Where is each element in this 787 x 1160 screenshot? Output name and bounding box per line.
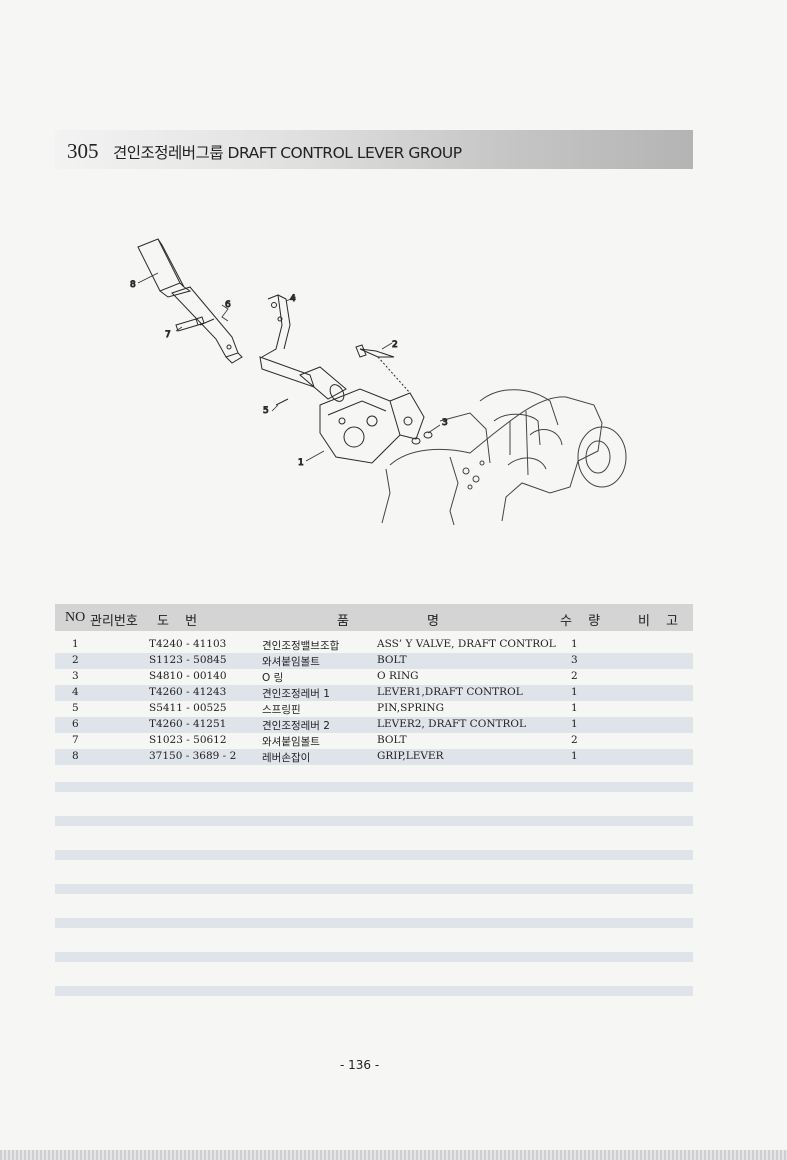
table-row: 1 T4240 - 41103 견인조정밸브조합 ASS’ Y VALVE, D… [55,637,693,653]
callout-8: 8 [130,280,136,290]
empty-row-stripe [55,816,693,826]
row-name-korean: 와셔붙임볼트 [262,656,320,668]
row-no: 1 [72,638,79,650]
empty-row-stripe [55,986,693,996]
row-name-korean: 견인조정레버 2 [262,720,330,732]
callout-5: 5 [263,406,269,416]
lever-1-part [259,294,315,388]
empty-table-rows [55,782,693,1020]
callout-1: 1 [298,458,304,468]
row-name-korean: 견인조정밸브조합 [262,640,340,652]
row-no: 8 [72,750,79,762]
row-quantity: 3 [571,654,578,666]
transmission-housing-outline [381,389,627,526]
header-management-number: 관리번호 [90,614,138,629]
row-quantity: 1 [571,686,578,698]
row-part-number: T4240 - 41103 [149,638,227,650]
header-remarks: 비 고 [638,614,685,629]
row-part-number: S4810 - 00140 [149,670,227,682]
table-row: 2 S1123 - 50845 와셔붙임볼트 BOLT 3 [55,653,693,669]
leader-lines [137,272,441,462]
row-quantity: 2 [571,670,578,682]
row-name-korean: 스프링핀 [262,704,301,716]
header-drawing-number: 도 번 [157,614,204,629]
page-title: 견인조정레버그룹 DRAFT CONTROL LEVER GROUP [113,144,462,162]
table-row: 3 S4810 - 00140 O 링 O RING 2 [55,669,693,685]
row-part-number: T4260 - 41251 [149,718,227,730]
spring-pin-part [275,398,289,406]
row-name-korean: 견인조정레버 1 [262,688,330,700]
row-name-english: PIN,SPRING [377,702,444,714]
row-quantity: 1 [571,638,578,650]
table-row: 4 T4260 - 41243 견인조정레버 1 LEVER1,DRAFT CO… [55,685,693,701]
table-row: 6 T4260 - 41251 견인조정레버 2 LEVER2, DRAFT C… [55,717,693,733]
callout-4: 4 [290,294,296,304]
empty-row-stripe [55,952,693,962]
row-no: 6 [72,718,79,730]
row-quantity: 1 [571,718,578,730]
row-part-number: S5411 - 00525 [149,702,227,714]
row-no: 4 [72,686,79,698]
row-quantity: 2 [571,734,578,746]
row-name-english: BOLT [377,734,407,746]
table-row: 8 37150 - 3689 - 2 레버손잡이 GRIP,LEVER 1 [55,749,693,765]
empty-row-stripe [55,884,693,894]
section-number: 305 [67,139,99,163]
exploded-parts-diagram: 8 7 6 4 5 2 3 1 [110,225,640,530]
parts-table-header: NO 관리번호 도 번 품 명 수 량 비 고 [55,604,693,631]
bolt-7-part [175,316,205,332]
callout-2: 2 [392,340,398,350]
row-name-english: BOLT [377,654,407,666]
row-no: 7 [72,734,79,746]
callout-3: 3 [442,418,448,428]
row-part-number: 37150 - 3689 - 2 [149,750,237,762]
o-ring-part [411,431,433,445]
parts-table-body: 1 T4240 - 41103 견인조정밸브조합 ASS’ Y VALVE, D… [55,637,693,765]
empty-row-stripe [55,850,693,860]
table-row: 7 S1023 - 50612 와셔붙임볼트 BOLT 2 [55,733,693,749]
header-quantity: 수 량 [560,614,607,629]
row-part-number: T4260 - 41243 [149,686,227,698]
grip-lever-part [137,238,192,298]
page-edge-scan [0,1150,787,1160]
row-name-korean: O 링 [262,672,284,684]
row-name-korean: 와셔붙임볼트 [262,736,320,748]
row-name-english: GRIP,LEVER [377,750,444,762]
bolt-2-part [355,344,411,394]
page-number: - 136 - [340,1058,380,1072]
row-name-english: LEVER1,DRAFT CONTROL [377,686,523,698]
row-no: 3 [72,670,79,682]
row-no: 5 [72,702,79,714]
shaft-part [299,366,347,402]
row-quantity: 1 [571,750,578,762]
table-row: 5 S5411 - 00525 스프링핀 PIN,SPRING 1 [55,701,693,717]
header-no: NO [65,610,86,625]
header-name: 명 [427,614,439,629]
row-part-number: S1123 - 50845 [149,654,227,666]
row-part-number: S1023 - 50612 [149,734,227,746]
empty-row-stripe [55,782,693,792]
empty-row-stripe [55,918,693,928]
callout-6: 6 [225,300,231,310]
header-item: 품 [337,614,349,629]
draft-control-valve-part [319,388,425,464]
row-name-english: LEVER2, DRAFT CONTROL [377,718,526,730]
row-quantity: 1 [571,702,578,714]
row-name-english: ASS’ Y VALVE, DRAFT CONTROL [377,638,556,650]
title-bar: 305 견인조정레버그룹 DRAFT CONTROL LEVER GROUP [55,130,693,169]
row-name-korean: 레버손잡이 [262,752,311,764]
row-name-english: O RING [377,670,419,682]
row-no: 2 [72,654,79,666]
lever-2-part [171,286,243,364]
callout-7: 7 [165,330,171,340]
